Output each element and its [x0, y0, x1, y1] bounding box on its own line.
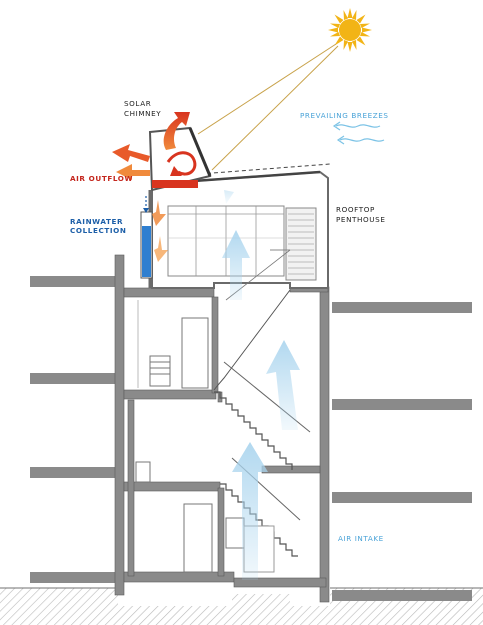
sun-icon — [328, 8, 372, 52]
hot-air-flow — [112, 112, 197, 262]
staircase — [213, 249, 311, 557]
neighbour-slabs-right — [332, 302, 472, 601]
label-rainwater-2: COLLECTION — [70, 226, 126, 235]
breeze-arrows-icon — [332, 121, 385, 145]
label-air-intake: AIR INTAKE — [338, 534, 384, 543]
label-rooftop-2: PENTHOUSE — [336, 215, 385, 224]
building-structure — [114, 254, 330, 603]
labels: SOLAR CHIMNEY AIR OUTFLOW RAINWATER COLL… — [70, 99, 389, 543]
label-air-outflow: AIR OUTFLOW — [70, 174, 133, 183]
sun-rays — [197, 43, 339, 171]
label-rainwater-1: RAINWATER — [70, 217, 123, 226]
label-solar-chimney-2: CHIMNEY — [124, 109, 161, 118]
neighbour-slabs-left — [30, 276, 122, 583]
label-prevailing-breezes: PREVAILING BREEZES — [300, 111, 389, 120]
cool-air-flow — [222, 190, 300, 580]
label-solar-chimney-1: SOLAR — [124, 99, 151, 108]
label-rooftop-1: ROOFTOP — [336, 205, 375, 214]
rooftop-penthouse — [151, 163, 331, 289]
interior-details — [135, 300, 275, 573]
rainwater-tank — [140, 196, 153, 279]
